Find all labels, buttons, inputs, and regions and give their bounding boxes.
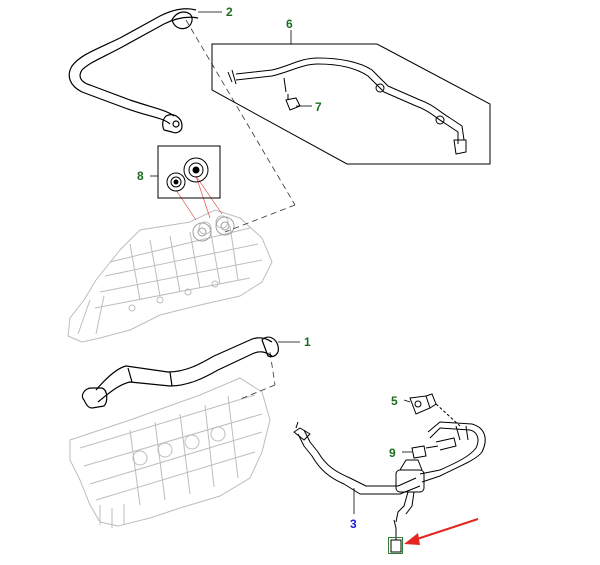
upper-intake-manifold-ghost [67, 209, 273, 343]
callout-8: 8 [137, 169, 144, 183]
item-8-box [157, 145, 221, 199]
red-arrow [404, 518, 479, 545]
item-6-inset-box [211, 43, 491, 165]
callout-2: 2 [226, 5, 233, 19]
breather-hose-upper [68, 8, 199, 134]
breather-tube-6 [227, 57, 467, 155]
breather-hose-lower [81, 336, 279, 409]
lower-engine-block-ghost [69, 377, 271, 528]
callout-leaders [150, 11, 412, 514]
callout-1: 1 [304, 335, 311, 349]
sensor-part [390, 519, 402, 553]
callout-3: 3 [350, 517, 357, 531]
clip-7 [283, 77, 301, 111]
breather-tube-3 [293, 421, 486, 523]
bracket-5 [409, 393, 461, 427]
leader-lines [185, 19, 296, 401]
item-8-caps [166, 157, 209, 192]
callout-5: 5 [391, 394, 398, 408]
callout-6: 6 [286, 17, 293, 31]
connector-9 [411, 437, 457, 459]
callout-7: 7 [315, 100, 322, 114]
highlighted-part-box [388, 537, 403, 554]
upper-manifold-port [192, 216, 235, 242]
callout-9: 9 [389, 446, 396, 460]
item-8-leaders [175, 175, 223, 221]
